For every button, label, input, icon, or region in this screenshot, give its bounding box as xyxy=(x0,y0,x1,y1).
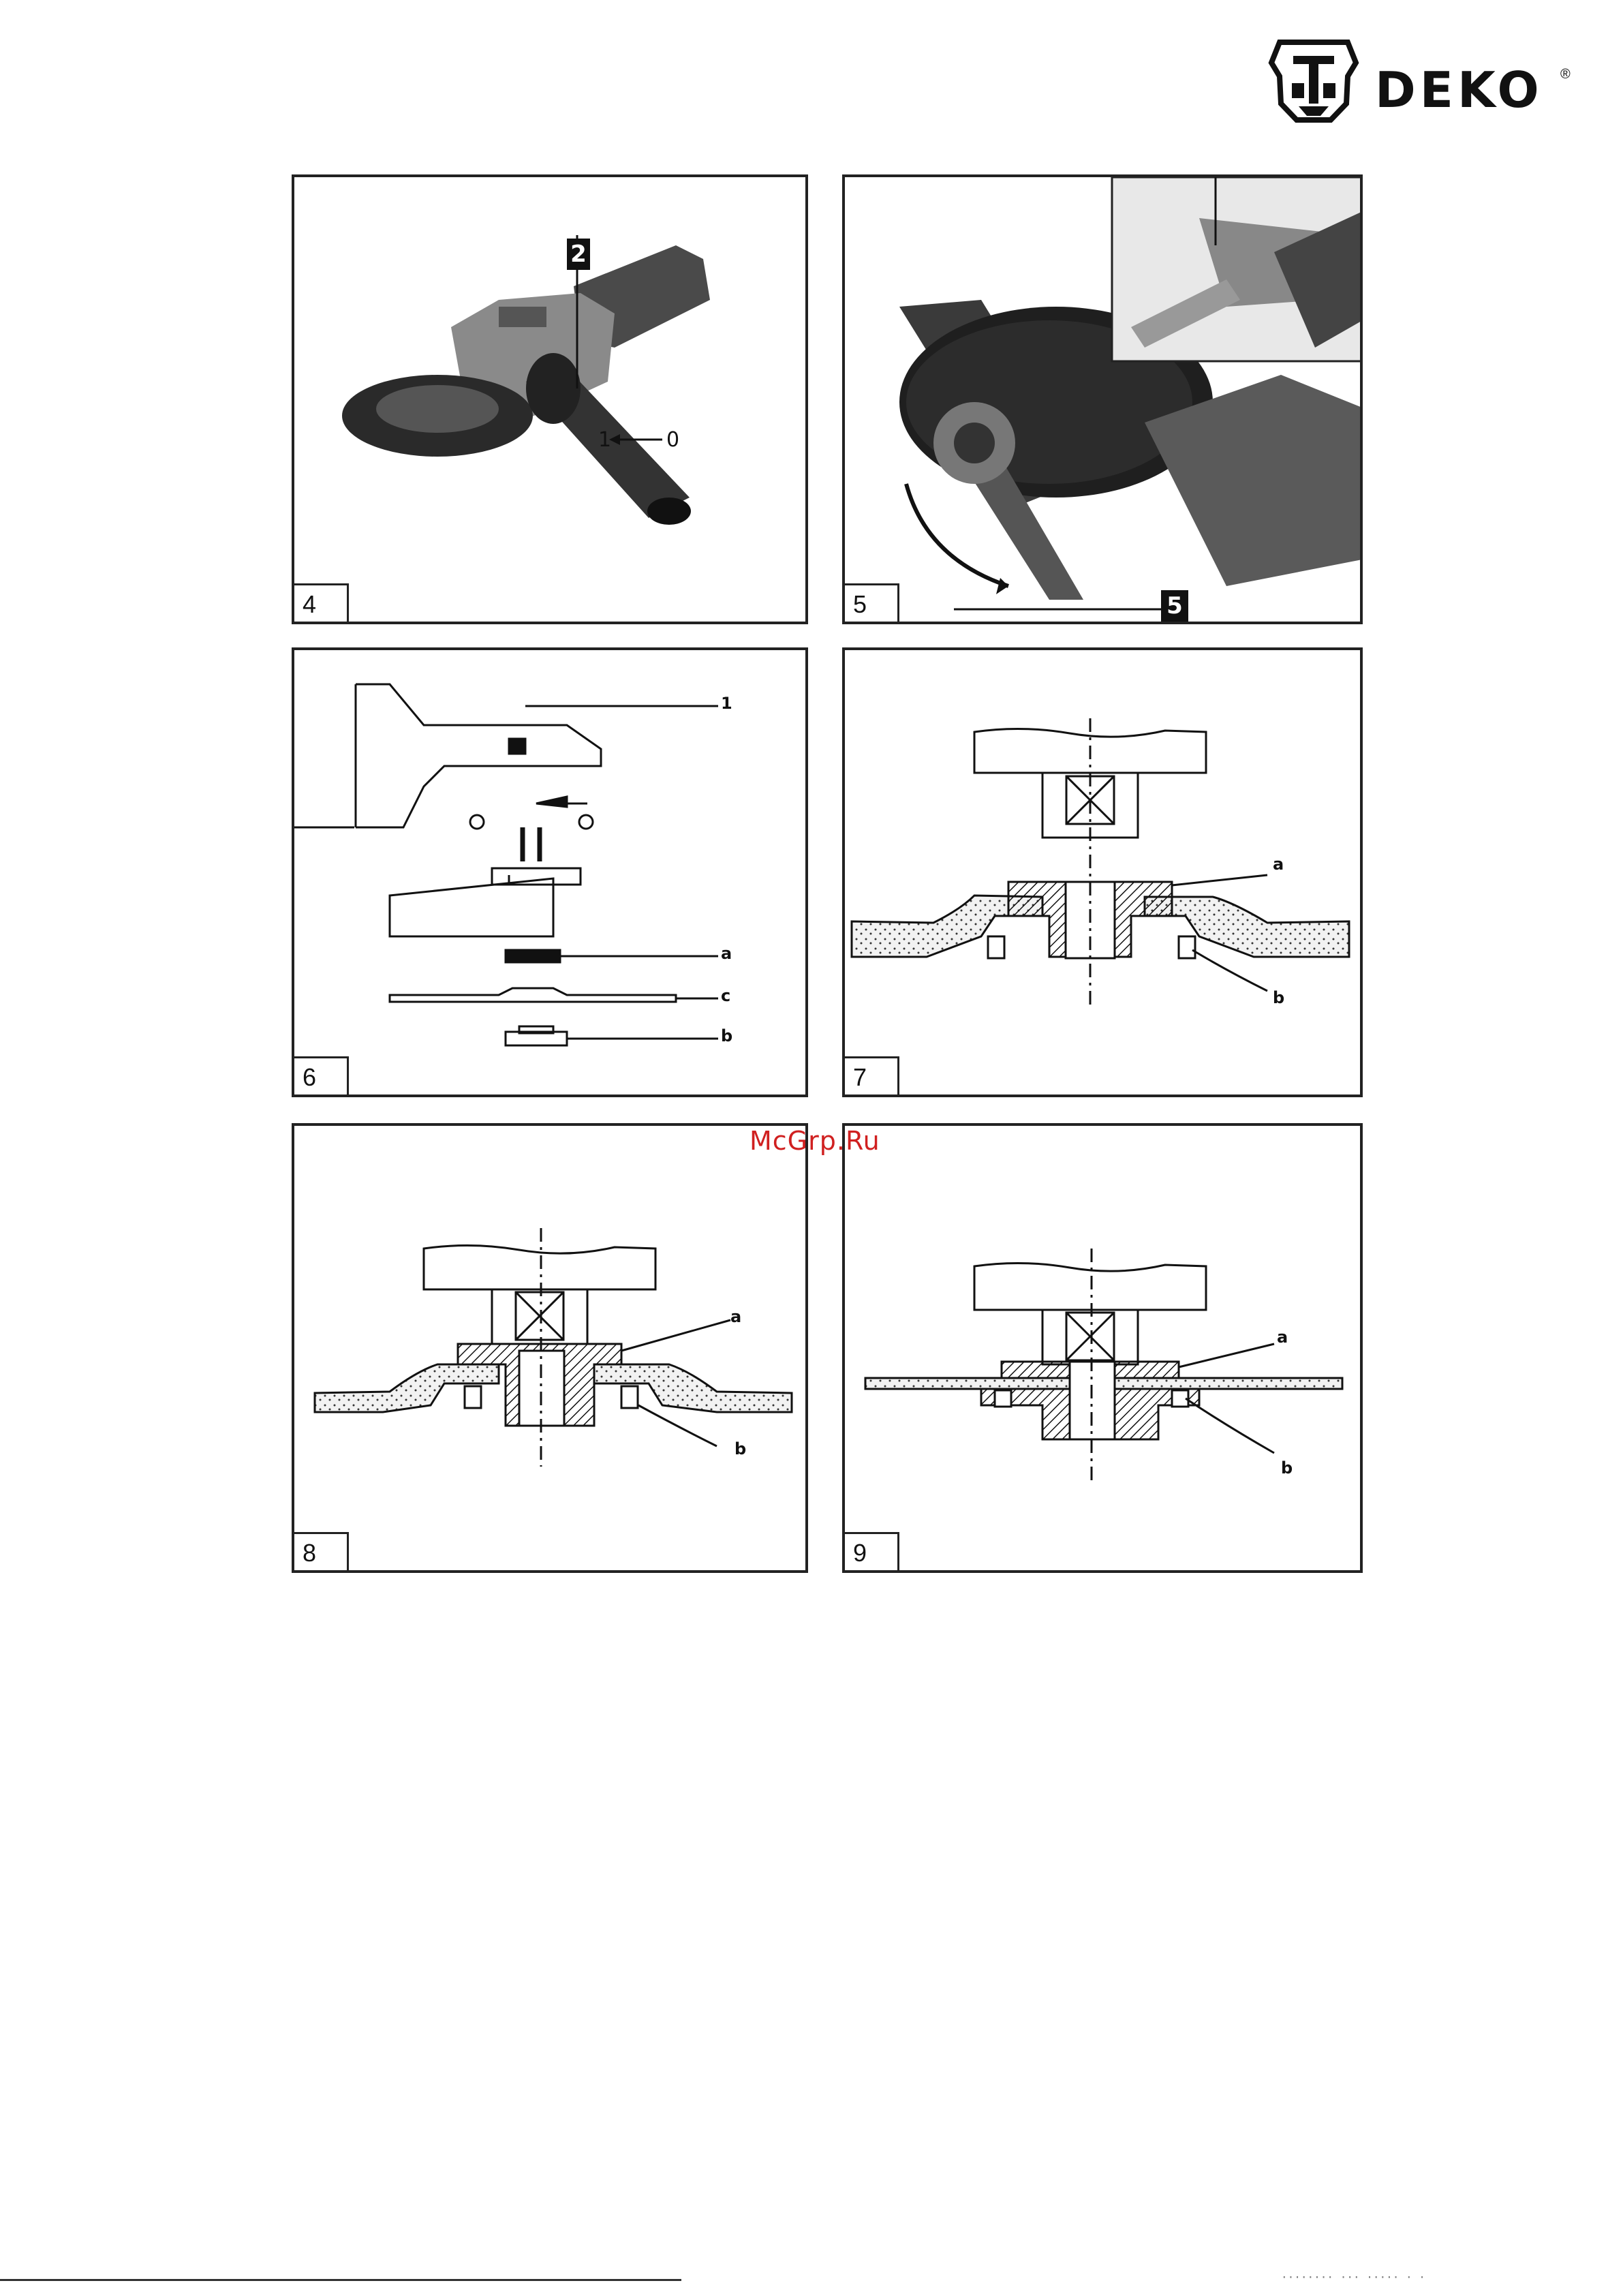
figure-number: 7 xyxy=(845,1056,899,1095)
annotation-position-0: 0 xyxy=(666,428,679,452)
footer-divider xyxy=(0,2279,681,2281)
annotation-position-1: 1 xyxy=(598,428,611,452)
label-1: 1 xyxy=(721,694,732,713)
brand-name: DEKO xyxy=(1375,61,1543,119)
footer-text: ········ ··· ····· · · xyxy=(1281,2271,1425,2284)
figure-number: 9 xyxy=(845,1532,899,1570)
figure-4-panel: 2 1 0 4 xyxy=(292,174,808,624)
flange-section-diagram-inverted xyxy=(294,1126,808,1573)
label-b: b xyxy=(735,1439,746,1458)
deko-logo: DEKO ® xyxy=(1266,35,1573,124)
figure-number: 4 xyxy=(294,583,349,622)
flange-section-diagram-flat-disc xyxy=(845,1126,1363,1573)
figure-6-panel: 1 a c b 6 xyxy=(292,647,808,1097)
watermark: McGrp.Ru xyxy=(749,1126,880,1156)
deko-mask-icon xyxy=(1266,35,1361,124)
callout-5: 5 xyxy=(1161,590,1188,622)
callout-2: 2 xyxy=(567,239,590,270)
figure-number: 8 xyxy=(294,1532,349,1570)
label-a: a xyxy=(1277,1328,1288,1347)
label-b: b xyxy=(721,1026,732,1045)
label-a: a xyxy=(730,1307,741,1326)
label-a: a xyxy=(1273,855,1284,874)
registered-mark: ® xyxy=(1560,67,1571,82)
wrench-guard-illustration xyxy=(845,177,1363,624)
label-c: c xyxy=(721,986,730,1005)
figure-9-panel: a b 9 xyxy=(842,1123,1363,1573)
angle-grinder-illustration xyxy=(294,177,808,624)
flange-section-diagram-depressed xyxy=(845,650,1363,1097)
label-a: a xyxy=(721,944,732,963)
figure-7-panel: a b 7 xyxy=(842,647,1363,1097)
figure-5-panel: 5 5 xyxy=(842,174,1363,624)
label-b: b xyxy=(1281,1458,1293,1478)
label-b: b xyxy=(1273,988,1284,1007)
figure-number: 5 xyxy=(845,583,899,622)
figure-8-panel: a b 8 xyxy=(292,1123,808,1573)
figure-number: 6 xyxy=(294,1056,349,1095)
